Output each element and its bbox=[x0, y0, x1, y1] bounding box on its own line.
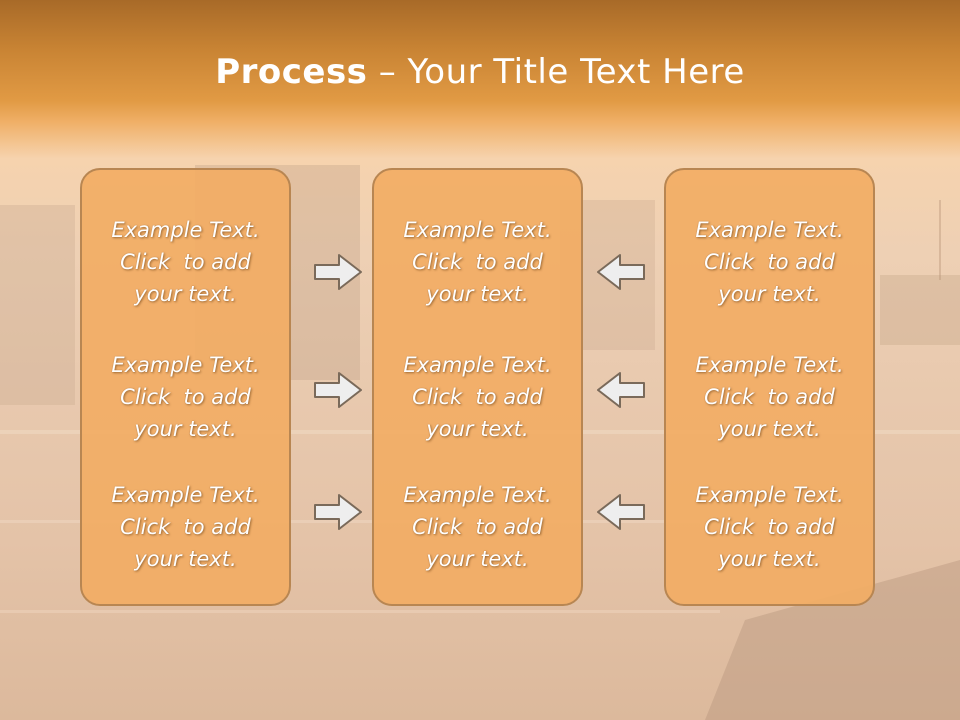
arrow-left-icon[interactable] bbox=[596, 371, 646, 409]
text-line: your text. bbox=[718, 547, 821, 571]
process-box-left[interactable]: Example Text. Click to add your text. Ex… bbox=[80, 168, 291, 606]
text-line: Example Text. bbox=[111, 483, 260, 507]
text-block[interactable]: Example Text. Click to add your text. bbox=[666, 479, 873, 575]
text-line: Click to add bbox=[412, 385, 543, 409]
text-line: your text. bbox=[718, 417, 821, 441]
text-block[interactable]: Example Text. Click to add your text. bbox=[82, 214, 289, 310]
text-line: Example Text. bbox=[403, 218, 552, 242]
text-line: your text. bbox=[718, 282, 821, 306]
text-line: Example Text. bbox=[403, 353, 552, 377]
text-line: Click to add bbox=[412, 250, 543, 274]
arrow-right-icon[interactable] bbox=[313, 253, 363, 291]
text-line: Click to add bbox=[120, 515, 251, 539]
arrow-right-icon[interactable] bbox=[313, 371, 363, 409]
text-line: your text. bbox=[134, 417, 237, 441]
text-line: Click to add bbox=[120, 385, 251, 409]
text-line: Click to add bbox=[120, 250, 251, 274]
arrow-left-icon[interactable] bbox=[596, 253, 646, 291]
text-line: your text. bbox=[426, 417, 529, 441]
text-line: Example Text. bbox=[111, 218, 260, 242]
process-box-right[interactable]: Example Text. Click to add your text. Ex… bbox=[664, 168, 875, 606]
title-bold-part: Process bbox=[215, 52, 368, 92]
text-block[interactable]: Example Text. Click to add your text. bbox=[666, 349, 873, 445]
arrow-left-icon[interactable] bbox=[596, 493, 646, 531]
text-line: Example Text. bbox=[695, 353, 844, 377]
text-block[interactable]: Example Text. Click to add your text. bbox=[666, 214, 873, 310]
text-line: Click to add bbox=[704, 515, 835, 539]
arrow-right-icon[interactable] bbox=[313, 493, 363, 531]
text-line: Example Text. bbox=[111, 353, 260, 377]
text-line: your text. bbox=[134, 547, 237, 571]
text-block[interactable]: Example Text. Click to add your text. bbox=[374, 349, 581, 445]
text-line: your text. bbox=[426, 547, 529, 571]
title-rest-part: – Your Title Text Here bbox=[367, 52, 745, 92]
text-line: Example Text. bbox=[695, 483, 844, 507]
text-block[interactable]: Example Text. Click to add your text. bbox=[82, 479, 289, 575]
text-line: Click to add bbox=[704, 250, 835, 274]
text-line: Click to add bbox=[704, 385, 835, 409]
text-block[interactable]: Example Text. Click to add your text. bbox=[374, 214, 581, 310]
text-block[interactable]: Example Text. Click to add your text. bbox=[82, 349, 289, 445]
text-line: your text. bbox=[134, 282, 237, 306]
text-line: your text. bbox=[426, 282, 529, 306]
text-block[interactable]: Example Text. Click to add your text. bbox=[374, 479, 581, 575]
text-line: Example Text. bbox=[695, 218, 844, 242]
text-line: Click to add bbox=[412, 515, 543, 539]
slide-title[interactable]: Process – Your Title Text Here bbox=[0, 52, 960, 92]
process-box-center[interactable]: Example Text. Click to add your text. Ex… bbox=[372, 168, 583, 606]
text-line: Example Text. bbox=[403, 483, 552, 507]
